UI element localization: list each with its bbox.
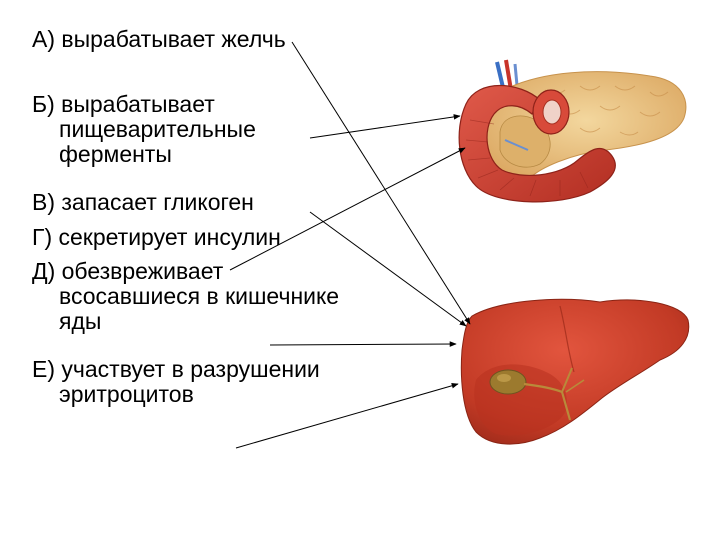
- arrow-a-to-liver: [291, 41, 471, 325]
- arrow-d-to-liver: [269, 341, 457, 347]
- pancreas-illustration: [458, 59, 687, 203]
- liver-illustration: [460, 298, 690, 445]
- statement-v: В) запасает гликоген: [32, 189, 254, 215]
- statement-a: А) вырабатывает желчь: [32, 26, 286, 52]
- statement-b: Б) вырабатывает пищеварительные ферменты: [32, 91, 256, 167]
- statement-e: Е) участвует в разрушении эритроцитов: [32, 356, 320, 407]
- connector-arrows: [229, 41, 471, 449]
- arrow-v-to-liver: [309, 211, 467, 327]
- statement-d: Д) обезвреживает всосавшиеся в кишечнике…: [32, 258, 340, 334]
- arrow-b-to-pancreas: [309, 114, 461, 139]
- statement-g: Г) секретирует инсулин: [32, 224, 281, 250]
- arrow-e-to-liver: [235, 383, 459, 449]
- arrow-g-to-pancreas: [229, 147, 466, 271]
